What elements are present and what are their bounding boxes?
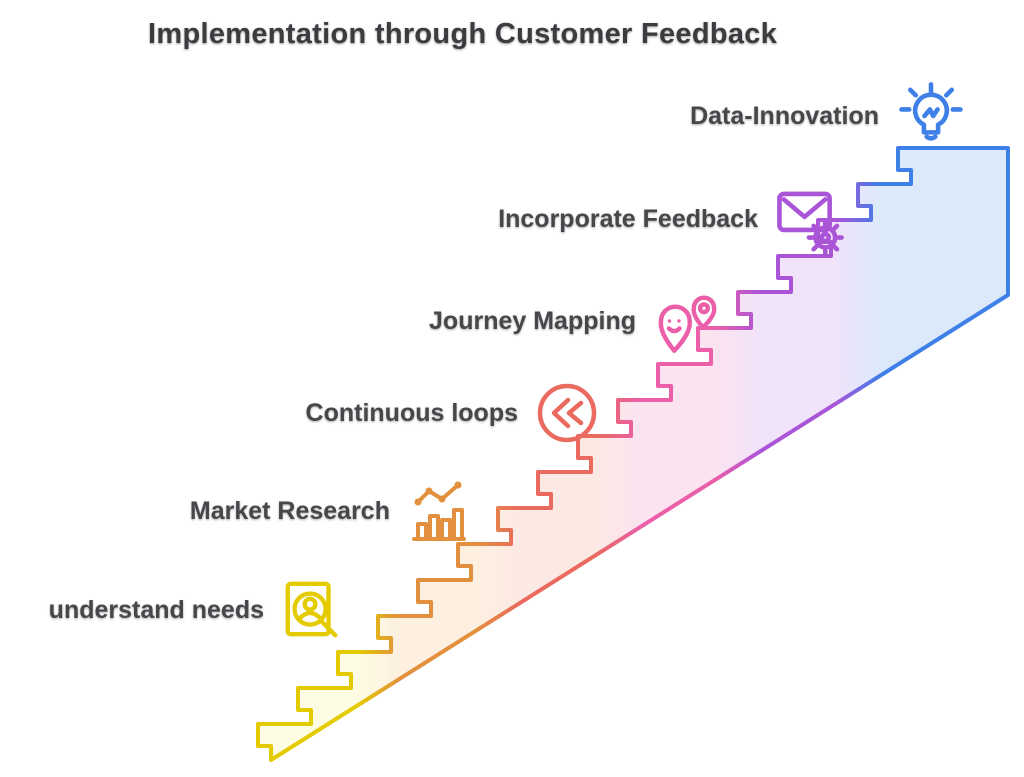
step-label: understand needs — [48, 595, 264, 624]
step-item-understand-needs: understand needs — [49, 578, 344, 642]
step-label: Data-Innovation — [690, 101, 879, 130]
map-pins-icon — [658, 295, 717, 353]
step-item-incorporate-feedback: Incorporate Feedback — [498, 183, 846, 255]
step-item-journey-mapping: Journey Mapping — [429, 286, 722, 356]
user-search-icon — [285, 581, 338, 638]
rewind-circle-icon — [537, 383, 597, 443]
step-label: Market Research — [189, 496, 390, 525]
step-item-continuous-loops: Continuous loops — [306, 380, 600, 446]
analytics-icon — [412, 481, 466, 541]
page-title: Implementation through Customer Feedback — [148, 18, 778, 50]
step-label: Continuous loops — [305, 398, 518, 427]
step-label: Incorporate Feedback — [498, 204, 758, 233]
step-item-market-research: Market Research — [190, 478, 472, 544]
mail-gear-icon — [777, 191, 844, 255]
lightbulb-icon — [899, 82, 963, 141]
step-item-data-innovation: Data-Innovation — [690, 80, 967, 152]
step-label: Journey Mapping — [429, 306, 636, 335]
